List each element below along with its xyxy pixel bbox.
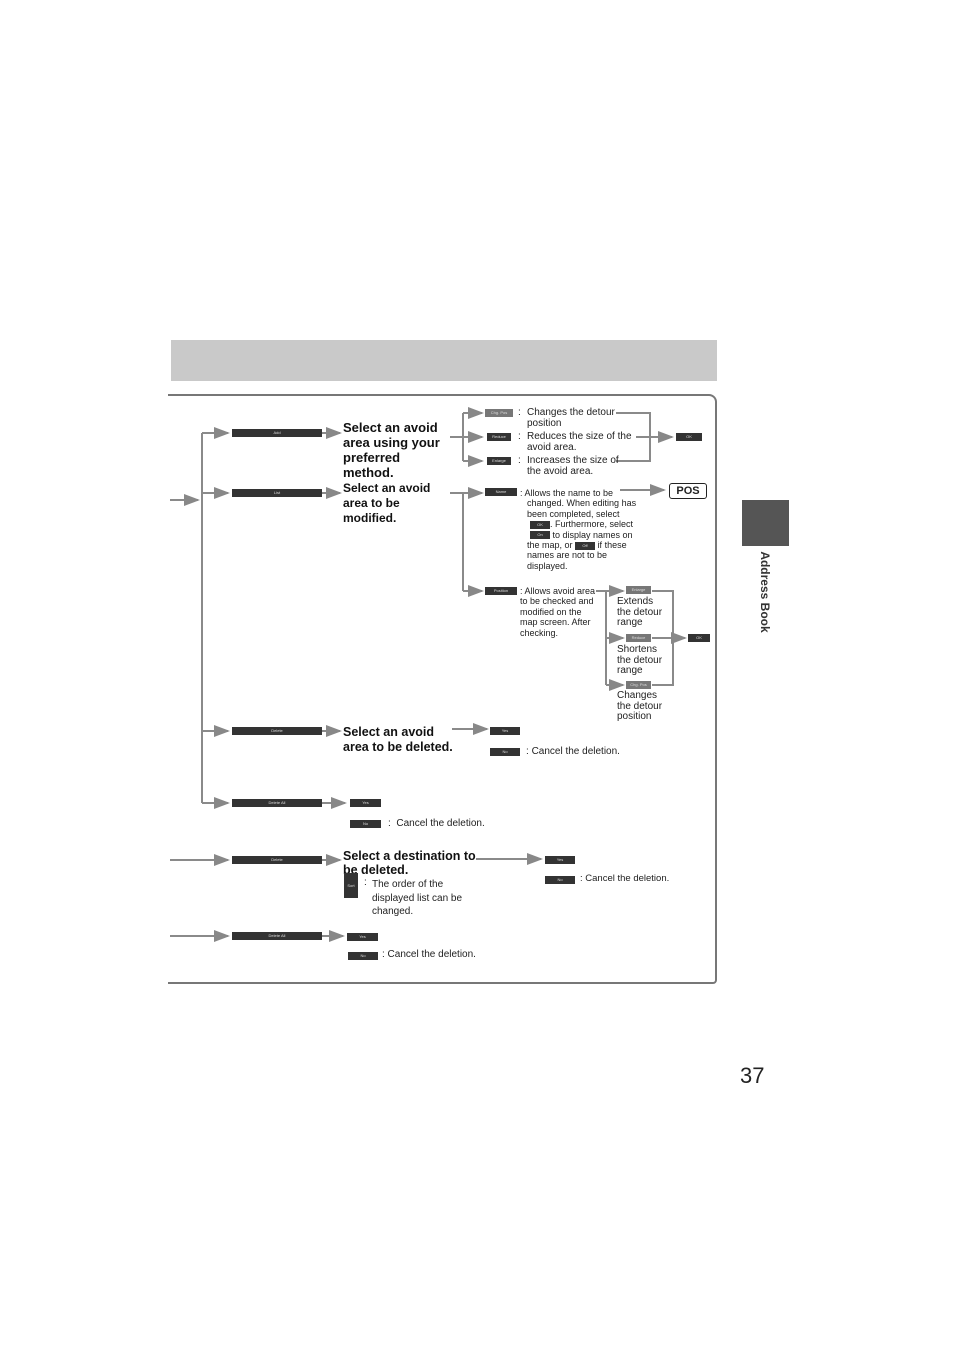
ok-inline-button[interactable]: OK xyxy=(530,520,550,529)
page-number: 37 xyxy=(740,1063,765,1088)
reduce-range-button[interactable]: Reduce xyxy=(626,634,651,642)
delete-instruction: Select an avoid area to be deleted. xyxy=(343,725,453,754)
on-inline-button[interactable]: On xyxy=(530,531,550,540)
position-button[interactable]: Position xyxy=(485,587,517,595)
delete-yes-button[interactable]: Yes xyxy=(490,727,520,735)
chg-pos-button[interactable]: Chg. Pos xyxy=(485,409,513,417)
position-description: : Allows avoid area to be checked and mo… xyxy=(520,586,596,638)
list-instruction: Select an avoid area to be modified. xyxy=(343,481,431,525)
dest-delete-yes-button[interactable]: Yes xyxy=(545,856,575,864)
section-header-bar xyxy=(171,340,717,381)
dest-delete-instruction: Select a destination to be deleted. xyxy=(343,849,476,877)
off-inline-button[interactable]: Off xyxy=(575,541,596,550)
delete-destination-button[interactable]: Delete xyxy=(232,856,322,864)
add-button[interactable]: Add xyxy=(232,429,322,437)
delete-all-no-button[interactable]: No xyxy=(350,820,381,828)
dest-delete-no-button[interactable]: No xyxy=(545,876,575,884)
chg-pos-description: Changes the detour position xyxy=(527,407,615,429)
delete-avoid-area-button[interactable]: Delete xyxy=(232,727,322,735)
reduce-range-description: Shortens the detour range xyxy=(617,644,663,676)
add-instruction: Select an avoid area using your preferre… xyxy=(343,420,440,480)
delete-no-button[interactable]: No xyxy=(490,748,520,756)
flowchart-frame xyxy=(168,394,717,984)
dest-delete-all-yes-button[interactable]: Yes xyxy=(347,933,378,941)
sort-button[interactable]: Sort xyxy=(344,873,358,898)
delete-all-avoid-areas-button[interactable]: Delete All xyxy=(232,799,322,807)
dest-delete-no-description: : Cancel the deletion. xyxy=(580,873,670,884)
enlarge-range-description: Extends the detour range xyxy=(617,596,663,628)
chg-pos-range-description: Changes the detour position xyxy=(617,690,663,722)
enlarge-button[interactable]: Enlarge xyxy=(487,457,511,465)
chapter-tab-marker xyxy=(742,500,789,546)
list-button[interactable]: List xyxy=(232,489,322,497)
dest-delete-all-no-description: : Cancel the deletion. xyxy=(382,949,476,960)
reduce-button[interactable]: Reduce xyxy=(487,433,511,441)
sort-description: The order of the displayed list can be c… xyxy=(372,879,463,917)
name-description: : Allows the name to be changed. When ed… xyxy=(520,488,637,571)
position-ok-button[interactable]: OK xyxy=(688,634,710,642)
enlarge-description: Increases the size of the avoid area. xyxy=(527,455,619,477)
reduce-description: Reduces the size of the avoid area. xyxy=(527,431,632,453)
chg-pos-range-button[interactable]: Chg. Pos xyxy=(626,681,651,689)
ok-button[interactable]: OK xyxy=(676,433,702,441)
dest-delete-all-no-button[interactable]: No xyxy=(348,952,378,960)
delete-all-destinations-button[interactable]: Delete All xyxy=(232,932,322,940)
name-button[interactable]: Name xyxy=(485,488,517,496)
pos-key[interactable]: POS xyxy=(669,483,707,499)
delete-no-description: Cancel the deletion. xyxy=(531,746,620,757)
delete-all-no-description: Cancel the deletion. xyxy=(396,818,485,829)
enlarge-range-button[interactable]: Enlarge xyxy=(626,586,651,594)
delete-all-yes-button[interactable]: Yes xyxy=(350,799,381,807)
